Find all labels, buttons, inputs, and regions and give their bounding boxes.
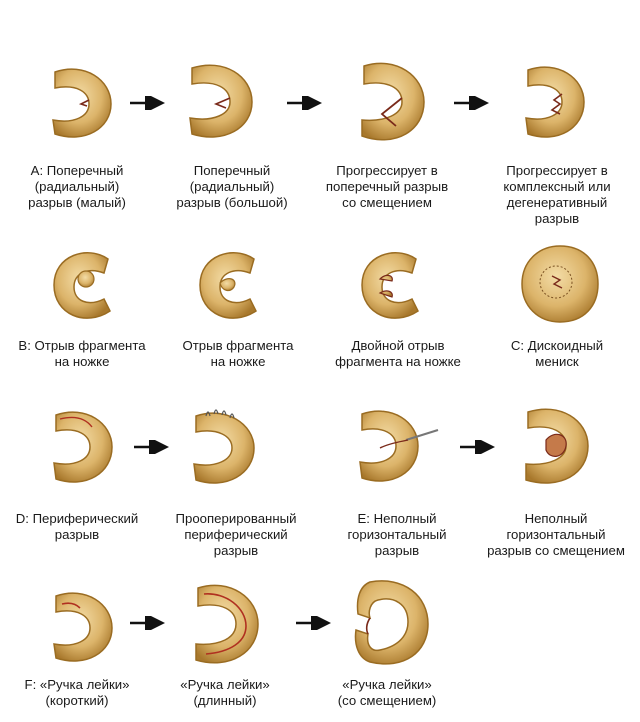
arrow-icon <box>134 440 169 454</box>
caption-c: C: Дискоидный мениск <box>510 338 604 369</box>
tear-mark <box>213 97 231 109</box>
caption-f1: F: «Ручка лейки» (короткий) <box>24 677 130 708</box>
caption-b3: Двойной отрыв фрагмента на ножке <box>335 338 461 369</box>
flap-fragment <box>378 274 393 298</box>
meniscus-illustration <box>53 592 113 662</box>
caption-f2: «Ручка лейки» (длинный) <box>180 677 270 708</box>
meniscus-illustration <box>361 62 425 141</box>
tear-mark <box>380 97 403 127</box>
meniscus-illustration <box>521 245 599 323</box>
meniscus-illustration <box>193 409 255 484</box>
caption-d1: D: Периферический разрыв <box>15 511 139 542</box>
meniscus-illustration <box>525 66 585 138</box>
caption-e1: E: Неполный горизонтальный разрыв <box>347 511 447 558</box>
tear-mark <box>365 617 371 635</box>
caption-b1: B: Отрыв фрагмента на ножке <box>18 338 146 369</box>
suture-icon <box>205 409 235 419</box>
caption-f3: «Ручка лейки» (со смещением) <box>337 677 437 708</box>
tear-mark <box>203 593 247 655</box>
caption-a2: Поперечный (радиальный) разрыв (большой) <box>176 163 288 210</box>
meniscus-illustration <box>53 411 113 483</box>
arrow-icon <box>130 616 165 630</box>
tear-mark <box>551 275 563 289</box>
probe-icon <box>405 428 439 442</box>
tear-mark <box>59 416 93 428</box>
meniscus-illustration <box>53 252 111 319</box>
tear-mark <box>61 602 81 609</box>
flap-fragment <box>545 433 567 457</box>
flap-fragment <box>219 278 236 292</box>
caption-a4: Прогрессирует в комплексный или дегенера… <box>503 163 611 226</box>
meniscus-illustration <box>195 584 259 664</box>
meniscus-illustration <box>189 64 253 138</box>
caption-d2: Прооперированный периферический разрыв <box>175 511 297 558</box>
meniscus-illustration <box>525 408 589 484</box>
caption-a3: Прогрессирует в поперечный разрыв со сме… <box>325 163 449 210</box>
caption-b2: Отрыв фрагмента на ножке <box>182 338 294 369</box>
caption-e2: Неполный горизонтальный разрыв со смещен… <box>487 511 625 558</box>
arrow-icon <box>296 616 331 630</box>
tear-mark <box>78 99 90 107</box>
flap-fragment <box>77 270 95 288</box>
arrow-icon <box>460 440 495 454</box>
meniscus-illustration <box>354 580 429 665</box>
arrow-icon <box>454 96 489 110</box>
arrow-icon <box>130 96 165 110</box>
meniscus-illustration <box>52 68 112 138</box>
caption-a1: A: Поперечный (радиальный) разрыв (малый… <box>28 163 126 210</box>
meniscus-illustration <box>359 410 439 482</box>
arrow-icon <box>287 96 322 110</box>
meniscus-illustration <box>199 252 257 319</box>
tear-mark <box>550 93 563 115</box>
meniscus-illustration <box>361 252 419 319</box>
tear-mark <box>379 439 409 449</box>
